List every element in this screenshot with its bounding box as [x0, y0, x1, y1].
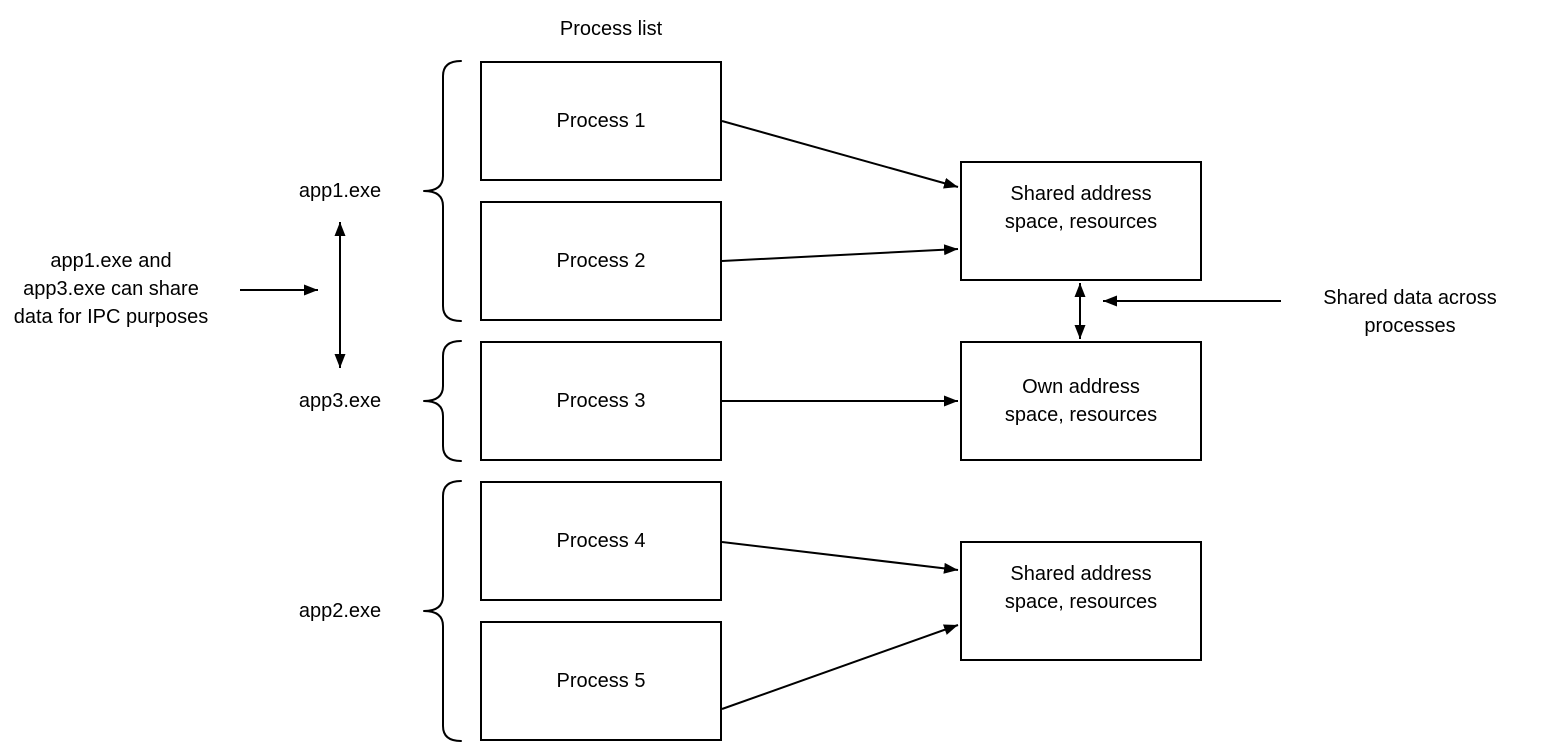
- group-label-app3: app3.exe: [298, 390, 382, 412]
- own-address-line2: space, resources: [1004, 404, 1158, 426]
- own-address-line1: Own address: [1022, 376, 1140, 398]
- shared-address-top-line1: Shared address: [1010, 183, 1152, 205]
- process-2-label: Process 2: [556, 250, 646, 272]
- arrow-process2-to-shared-top: [721, 244, 959, 262]
- shared-address-top-box: Shared address space, resources: [960, 161, 1202, 281]
- brace-app3-group: [423, 340, 462, 462]
- process-4-label: Process 4: [556, 530, 646, 552]
- shared-address-top-line2: space, resources: [1004, 211, 1158, 233]
- ipc-annotation: app1.exe and app3.exe can share data for…: [0, 247, 222, 331]
- process-4-box: Process 4: [480, 481, 722, 601]
- process-1-box: Process 1: [480, 61, 722, 181]
- process-5-box: Process 5: [480, 621, 722, 741]
- shared-data-annotation-line2: processes: [1364, 315, 1456, 337]
- process-5-label: Process 5: [556, 670, 646, 692]
- arrow-process1-to-shared-top: [721, 120, 959, 189]
- shared-address-bottom-line1: Shared address: [1010, 563, 1152, 585]
- shared-data-annotation: Shared data across processes: [1300, 284, 1520, 340]
- shared-data-annotation-line1: Shared data across: [1323, 287, 1497, 309]
- shared-address-bottom-line2: space, resources: [1004, 591, 1158, 613]
- process-3-box: Process 3: [480, 341, 722, 461]
- ipc-annotation-line3: data for IPC purposes: [13, 306, 209, 328]
- brace-app1-group: [423, 60, 462, 322]
- process-2-box: Process 2: [480, 201, 722, 321]
- own-address-box: Own address space, resources: [960, 341, 1202, 461]
- diagram-title: Process list: [559, 18, 663, 40]
- arrow-process4-to-shared-bottom: [721, 541, 959, 574]
- ipc-annotation-line2: app3.exe can share: [23, 278, 199, 300]
- ipc-annotation-line1: app1.exe and: [50, 250, 172, 272]
- group-label-app1: app1.exe: [298, 180, 382, 202]
- process-1-label: Process 1: [556, 110, 646, 132]
- brace-app2-group: [423, 480, 462, 742]
- group-label-app2: app2.exe: [298, 600, 382, 622]
- shared-address-bottom-box: Shared address space, resources: [960, 541, 1202, 661]
- process-3-label: Process 3: [556, 390, 646, 412]
- arrow-process5-to-shared-bottom: [721, 624, 959, 710]
